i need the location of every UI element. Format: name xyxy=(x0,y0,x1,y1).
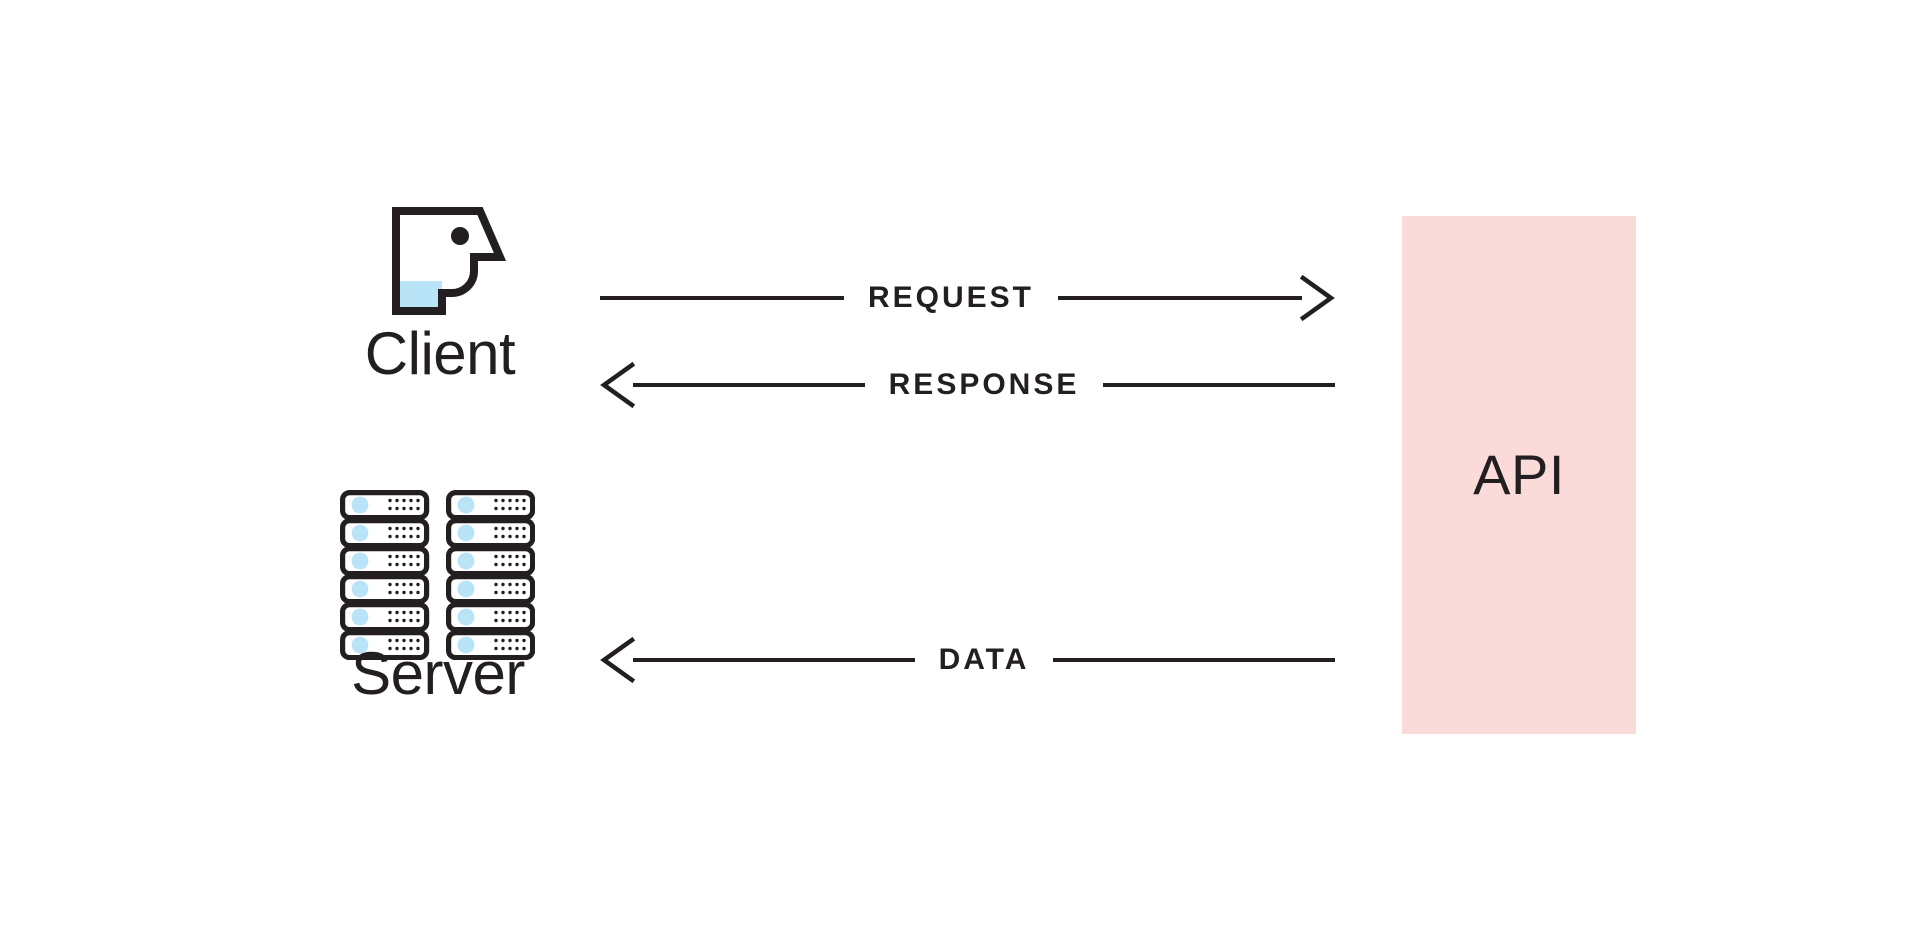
flow-response: RESPONSE xyxy=(600,355,1335,415)
flow-data-line-left xyxy=(633,658,915,662)
flow-response-label: RESPONSE xyxy=(888,368,1080,401)
node-label-api: API xyxy=(1473,443,1565,506)
flow-request-line-right xyxy=(1058,296,1302,300)
flow-response-line-right xyxy=(1103,383,1335,387)
flow-data-line-right xyxy=(1053,658,1335,662)
node-client: Client xyxy=(340,205,540,405)
node-label-server: Server xyxy=(351,640,525,707)
flow-request-label: REQUEST xyxy=(867,281,1035,314)
flow-request-line-left xyxy=(600,296,844,300)
arrow-left-icon xyxy=(600,636,636,684)
node-server: Server xyxy=(340,490,540,715)
server-rack-icon xyxy=(340,490,535,660)
arrow-left-icon xyxy=(600,361,636,409)
flow-response-line-left xyxy=(633,383,865,387)
arrow-right-icon xyxy=(1299,274,1335,322)
node-label-client: Client xyxy=(364,320,516,387)
node-api: API xyxy=(1402,216,1636,734)
head-profile-icon xyxy=(392,207,507,315)
flow-request: REQUEST xyxy=(600,268,1335,328)
flow-data-label: DATA xyxy=(938,643,1030,676)
flow-data: DATA xyxy=(600,630,1335,690)
